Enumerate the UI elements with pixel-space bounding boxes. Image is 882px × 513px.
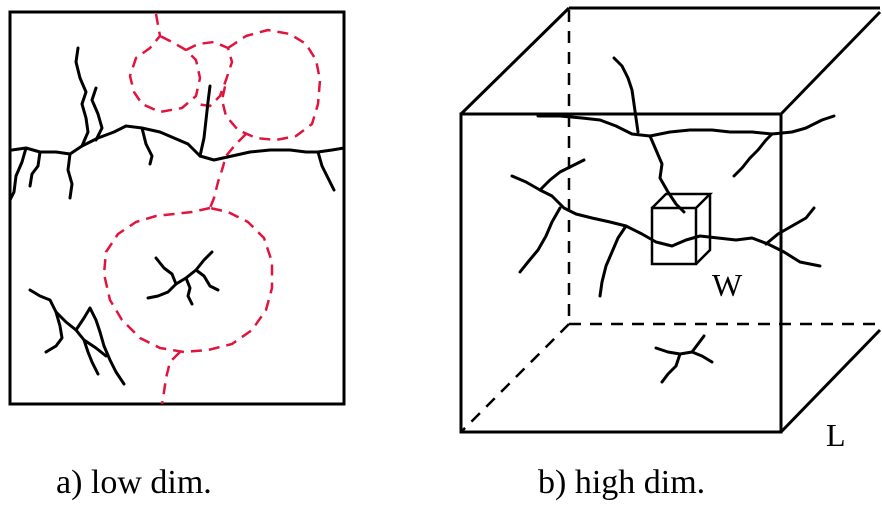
cube-hidden-edge-diagonal	[460, 323, 570, 433]
window-cube-front	[650, 206, 698, 266]
crack-top-b	[536, 114, 836, 138]
cube-hidden-edges	[460, 10, 880, 433]
crack-right-up	[732, 132, 774, 178]
cube-edge-top-left	[459, 6, 571, 116]
crack-lower-left	[28, 288, 108, 358]
crack-right-down	[764, 206, 816, 246]
cube-front-face	[459, 112, 783, 434]
window-cube	[650, 192, 714, 266]
crack-center-star-4	[194, 268, 220, 292]
crack-left-up	[538, 158, 586, 192]
panel-a-frame	[8, 10, 346, 406]
window-label: W	[712, 267, 743, 303]
crack-branch-down-mid	[66, 152, 74, 200]
cube-edge-top-right	[779, 10, 882, 116]
red-dashed-paths	[102, 13, 322, 405]
crack-branch-up-right	[198, 84, 212, 158]
window-cube-top	[651, 192, 714, 209]
size-label: L	[826, 417, 846, 453]
crack-main	[10, 124, 346, 162]
cracks-panel-a	[8, 46, 346, 386]
red-loop-top-right	[220, 28, 322, 142]
window-cube-side	[695, 194, 712, 265]
panel-a-caption: a) low dim.	[56, 464, 212, 501]
red-connector-down	[208, 133, 247, 209]
crack-top-branch	[612, 56, 640, 134]
red-exit-bottom	[160, 351, 181, 405]
cracks-panel-b	[510, 56, 836, 384]
crack-lower-left-4	[74, 306, 126, 386]
panel-a: a) low dim.	[8, 10, 346, 501]
cube-edge-bottom-right	[779, 328, 882, 434]
crack-lower-mid	[598, 224, 628, 298]
crack-bottom-star	[654, 346, 714, 364]
red-loop-center	[102, 206, 274, 354]
crack-center-star	[146, 256, 178, 300]
crack-left-down	[518, 206, 562, 274]
crack-branch-up-mid	[90, 86, 104, 142]
cube-visible-edges	[459, 6, 882, 434]
red-loop-top-left	[128, 13, 202, 114]
panel-b-caption: b) high dim.	[538, 464, 705, 501]
crack-main-b	[510, 174, 822, 268]
crack-branch-down-left-2	[28, 150, 42, 188]
crack-lower-left-3	[82, 338, 100, 376]
crack-branch-down-center	[140, 126, 154, 166]
red-loop-top-middle	[185, 40, 234, 108]
crack-mid-up	[648, 134, 686, 214]
crack-bottom-star-2	[660, 352, 682, 384]
crack-center-star-3	[184, 276, 194, 306]
panel-b: W L b) high dim.	[459, 6, 882, 501]
crack-bottom-star-3	[690, 334, 706, 354]
crack-lower-left-2	[44, 310, 64, 354]
crack-branch-down-left	[8, 146, 28, 202]
crack-branch-down-right	[316, 150, 336, 192]
crack-branch-up-left	[74, 46, 90, 148]
